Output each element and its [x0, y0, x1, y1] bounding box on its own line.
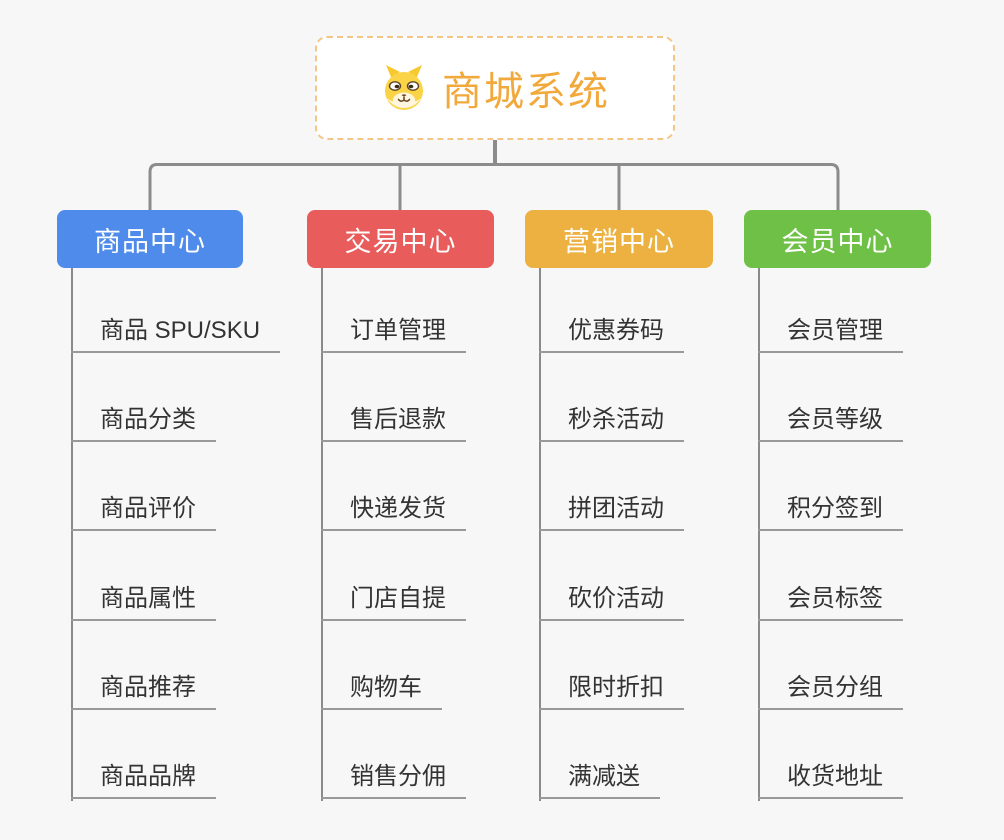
root-title: 商城系统 — [442, 70, 610, 114]
branch-label: 营销中心 — [563, 226, 675, 257]
branch-trunk-line — [758, 268, 760, 801]
branch-label: 会员中心 — [781, 226, 894, 257]
branch-trunk-line — [321, 268, 323, 801]
leaf-topic[interactable]: 会员管理 — [758, 311, 903, 353]
leaf-topic[interactable]: 收货地址 — [758, 757, 903, 799]
dog-face-icon — [385, 65, 423, 110]
leaf-topic[interactable]: 商品分类 — [71, 400, 216, 442]
leaf-topic[interactable]: 商品 SPU/SKU — [71, 311, 281, 353]
leaf-topic[interactable]: 快递发货 — [321, 489, 466, 531]
leaf-topic[interactable]: 商品品牌 — [71, 757, 216, 799]
leaf-topic[interactable]: 商品评价 — [71, 489, 216, 531]
branch-trunk-line — [71, 268, 73, 801]
root-node[interactable]: 商城系统 — [315, 36, 675, 140]
leaf-topic[interactable]: 砍价活动 — [539, 579, 684, 621]
leaf-topic[interactable]: 购物车 — [321, 668, 442, 710]
leaf-topic[interactable]: 拼团活动 — [539, 489, 684, 531]
branch-node-member-center[interactable]: 会员中心 — [744, 210, 931, 268]
branch-node-marketing-center[interactable]: 营销中心 — [525, 210, 713, 268]
branch-label: 交易中心 — [344, 226, 457, 257]
branch-node-product-center[interactable]: 商品中心 — [57, 210, 243, 268]
leaf-topic[interactable]: 商品推荐 — [71, 668, 216, 710]
leaf-topic[interactable]: 订单管理 — [321, 311, 466, 353]
leaf-topic[interactable]: 门店自提 — [321, 579, 466, 621]
leaf-topic[interactable]: 优惠券码 — [539, 311, 684, 353]
branch-node-trade-center[interactable]: 交易中心 — [307, 210, 494, 268]
leaf-topic[interactable]: 限时折扣 — [539, 668, 684, 710]
leaf-topic[interactable]: 会员分组 — [758, 668, 903, 710]
leaf-topic[interactable]: 满减送 — [539, 757, 660, 799]
leaf-topic[interactable]: 秒杀活动 — [539, 400, 684, 442]
leaf-topic[interactable]: 商品属性 — [71, 579, 216, 621]
leaf-topic[interactable]: 销售分佣 — [321, 757, 466, 799]
leaf-topic[interactable]: 售后退款 — [321, 400, 466, 442]
leaf-topic[interactable]: 积分签到 — [758, 489, 903, 531]
branch-trunk-line — [539, 268, 541, 801]
leaf-topic[interactable]: 会员标签 — [758, 579, 903, 621]
leaf-topic[interactable]: 会员等级 — [758, 400, 903, 442]
branch-label: 商品中心 — [94, 226, 206, 257]
